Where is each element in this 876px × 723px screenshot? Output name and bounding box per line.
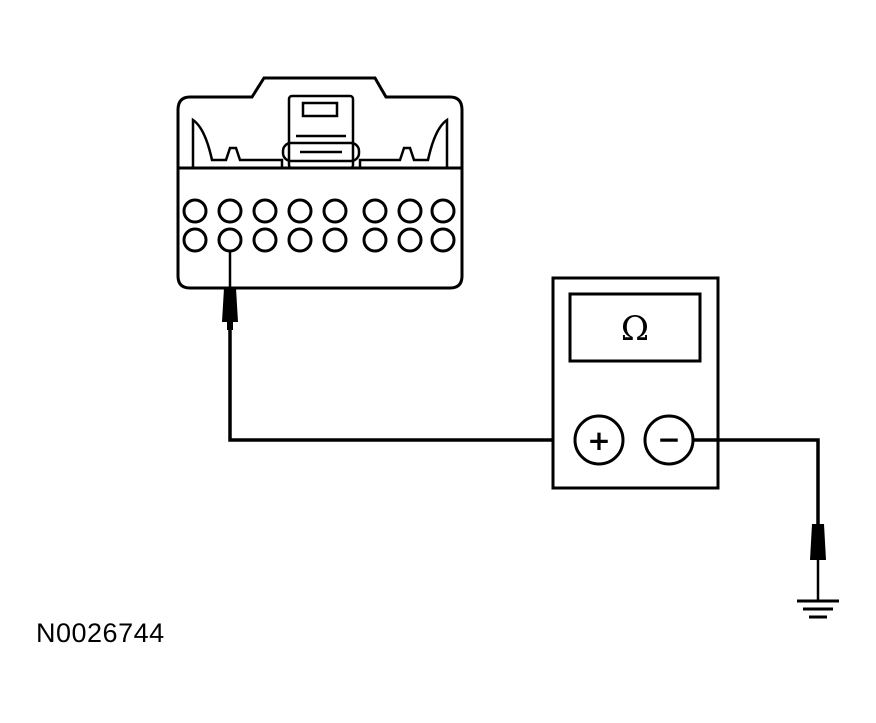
- terminal-cavities: [182, 198, 456, 253]
- terminal-cavity: [287, 227, 313, 253]
- ohmmeter: Ω + −: [551, 276, 720, 490]
- ground-icon: [797, 599, 839, 619]
- lead-wire-negative: [693, 438, 820, 524]
- terminal-cavity: [252, 198, 278, 224]
- terminal-cavity: [430, 227, 456, 253]
- locking-tab: [191, 94, 449, 170]
- figure-id: N0026744: [36, 618, 165, 648]
- terminal-cavity: [397, 198, 423, 224]
- terminal-cavity: [430, 198, 456, 224]
- ohm-symbol: Ω: [621, 309, 649, 349]
- lead-wire-positive: [228, 330, 575, 442]
- meter-display: [568, 292, 702, 363]
- positive-test-lead: [222, 251, 575, 442]
- terminal-cavity: [322, 227, 348, 253]
- terminal-cavity: [182, 227, 208, 253]
- terminal-cavity: [397, 227, 423, 253]
- probe-tip: [222, 288, 238, 322]
- negative-test-lead: [693, 438, 839, 619]
- connector-outline: [176, 76, 464, 290]
- terminal-cavity: [252, 227, 278, 253]
- probe-tip-negative: [810, 524, 826, 560]
- probe-handle: [227, 322, 233, 330]
- terminal-cavity: [362, 227, 388, 253]
- terminal-cavity: [322, 198, 348, 224]
- terminal-cavity: [362, 198, 388, 224]
- terminal-cavity: [182, 198, 208, 224]
- terminal-cavity: [217, 198, 243, 224]
- connector: [176, 76, 464, 290]
- negative-jack-label: −: [657, 423, 680, 456]
- terminal-cavity-probed: [217, 227, 243, 253]
- positive-jack: [573, 414, 625, 466]
- positive-jack-label: +: [587, 424, 610, 457]
- terminal-cavity: [287, 198, 313, 224]
